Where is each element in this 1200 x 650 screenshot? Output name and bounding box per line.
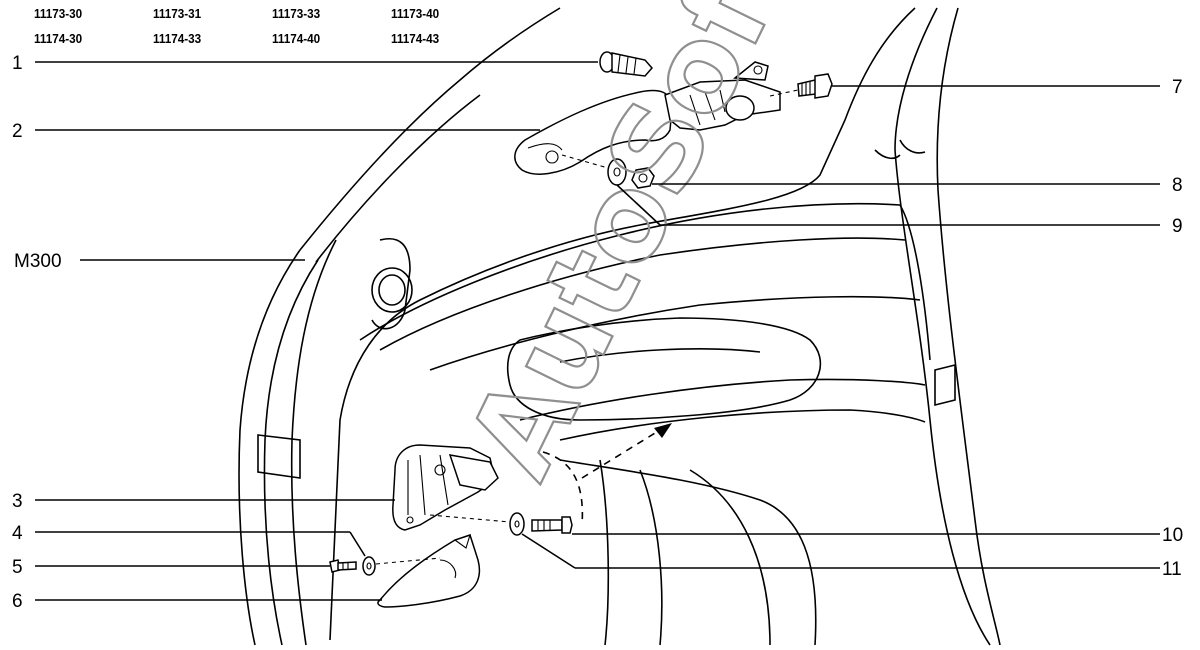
code-row1-col3: 11173-33 bbox=[272, 6, 321, 21]
callout-2: 2 bbox=[12, 121, 23, 142]
code-row2-col2: 11174-33 bbox=[153, 31, 202, 46]
callout-6: 6 bbox=[12, 591, 23, 612]
door-frame bbox=[238, 7, 1001, 646]
inside-handle-bracket bbox=[392, 444, 499, 531]
part-number-codes: 11173-30 11173-31 11173-33 11173-40 1117… bbox=[0, 0, 520, 60]
callout-5: 5 bbox=[12, 557, 23, 578]
code-row1-col1: 11173-30 bbox=[34, 6, 83, 21]
code-row2-col3: 11174-40 bbox=[272, 31, 321, 46]
callout-8: 8 bbox=[1172, 175, 1183, 196]
outside-door-handle bbox=[514, 61, 781, 175]
callout-7: 7 bbox=[1172, 77, 1183, 98]
nut-part-8 bbox=[631, 167, 655, 189]
axis-line-lever bbox=[375, 557, 441, 565]
callout-m300: M300 bbox=[14, 251, 62, 272]
callout-4: 4 bbox=[12, 523, 23, 544]
callout-9: 9 bbox=[1172, 216, 1183, 237]
inside-handle-lever bbox=[377, 534, 481, 608]
callout-10: 10 bbox=[1162, 525, 1183, 546]
callout-11: 11 bbox=[1162, 559, 1182, 580]
screw-part-7 bbox=[769, 73, 833, 99]
code-row1-col4: 11173-40 bbox=[391, 6, 440, 21]
axis-line-bracket bbox=[429, 514, 511, 523]
installation-arrow bbox=[542, 423, 672, 526]
washer-part-9 bbox=[607, 158, 627, 186]
code-row2-col1: 11174-30 bbox=[34, 31, 83, 46]
code-row1-col2: 11173-31 bbox=[153, 6, 202, 21]
leader-lines bbox=[35, 61, 1160, 601]
callout-3: 3 bbox=[12, 491, 23, 512]
code-row2-col4: 11174-43 bbox=[391, 31, 440, 46]
washer-part-4 bbox=[362, 556, 376, 576]
pin-part-1 bbox=[599, 51, 653, 77]
screw-part-5 bbox=[329, 559, 357, 573]
screw-part-10 bbox=[531, 516, 573, 534]
watermark-text: AutoSoft bbox=[441, 0, 822, 497]
callout-1: 1 bbox=[12, 53, 23, 74]
washer-part-11 bbox=[509, 512, 525, 536]
